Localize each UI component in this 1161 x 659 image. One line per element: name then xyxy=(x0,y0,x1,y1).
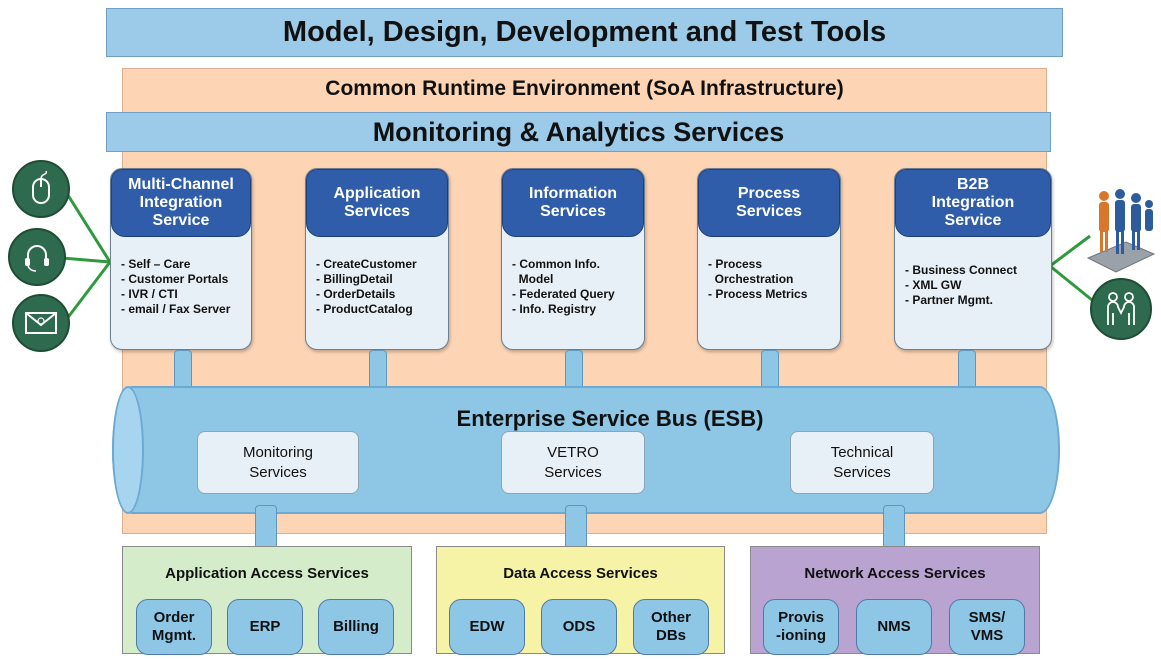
access-item-line: VMS xyxy=(970,627,1004,644)
service-title-line: Service xyxy=(944,212,1002,229)
runtime-title: Common Runtime Environment (SoA Infrastr… xyxy=(325,77,844,100)
access-item-edw: EDW xyxy=(449,599,525,655)
access-item-nms: NMS xyxy=(856,599,932,655)
access-item-line: Order xyxy=(153,609,195,626)
monitoring-band: Monitoring & Analytics Services xyxy=(106,112,1051,152)
service-item: - Customer Portals xyxy=(121,272,229,286)
mouse-icon xyxy=(12,160,70,218)
service-card-header: Process Services xyxy=(698,169,840,237)
service-item: - Info. Registry xyxy=(512,302,597,316)
service-item: - Self – Care xyxy=(121,257,191,271)
service-title-line: Integration xyxy=(139,194,223,211)
esb-service-line: Services xyxy=(249,463,307,481)
esb-monitoring-services: Monitoring Services xyxy=(197,431,359,494)
service-item: - Partner Mgmt. xyxy=(905,293,994,307)
access-item-line: SMS/ xyxy=(968,609,1006,626)
access-item-line: EDW xyxy=(469,618,505,635)
service-item: - Common Info. xyxy=(512,257,600,271)
service-title-line: Information xyxy=(529,185,617,202)
service-title-line: Services xyxy=(344,203,410,220)
service-title-line: Services xyxy=(736,203,802,220)
access-item-line: DBs xyxy=(655,627,686,644)
esb-service-line: Services xyxy=(544,463,602,481)
esb-vetro-services: VETRO Services xyxy=(501,431,645,494)
access-item-line: Other xyxy=(650,609,691,626)
access-item-line: ODS xyxy=(562,618,596,635)
service-card-information: Information Services - Common Info. Mode… xyxy=(501,168,645,350)
esb-service-line: Technical xyxy=(830,443,894,461)
service-item: - ProductCatalog xyxy=(316,302,413,316)
tools-band: Model, Design, Development and Test Tool… xyxy=(106,8,1063,57)
partners-group-icon xyxy=(1086,184,1156,276)
service-item: - Business Connect xyxy=(905,263,1018,277)
access-group-title: Data Access Services xyxy=(503,565,658,582)
access-item-erp: ERP xyxy=(227,599,303,655)
access-item-line: Mgmt. xyxy=(151,627,197,644)
access-item-ods: ODS xyxy=(541,599,617,655)
access-item-provisioning: Provis-ioning xyxy=(763,599,839,655)
service-title-line: Process xyxy=(737,185,801,202)
esb-pipe-end xyxy=(112,386,144,514)
service-title-line: Service xyxy=(152,212,210,229)
service-item: - IVR / CTI xyxy=(121,287,178,301)
service-item: - XML GW xyxy=(905,278,962,292)
esb-technical-services: Technical Services xyxy=(790,431,934,494)
service-item-list: - Self – Care - Customer Portals - IVR /… xyxy=(121,257,245,317)
service-title-line: Multi-Channel xyxy=(128,176,234,193)
esb-title: Enterprise Service Bus (ESB) xyxy=(456,406,764,431)
service-title-line: Application xyxy=(333,185,421,202)
service-item-list: - Process Orchestration - Process Metric… xyxy=(708,257,834,302)
tools-band-label: Model, Design, Development and Test Tool… xyxy=(282,16,887,48)
access-item-billing: Billing xyxy=(318,599,394,655)
service-item: - email / Fax Server xyxy=(121,302,231,316)
service-item-list: - CreateCustomer - BillingDetail - Order… xyxy=(316,257,442,317)
service-card-application: Application Services - CreateCustomer - … xyxy=(305,168,449,350)
esb-access-connector xyxy=(883,505,905,549)
service-item: Orchestration xyxy=(708,272,794,286)
service-title-line: Services xyxy=(540,203,606,220)
access-group-title: Network Access Services xyxy=(804,565,986,582)
access-item-sms-vms: SMS/VMS xyxy=(949,599,1025,655)
service-card-b2b: B2B Integration Service - Business Conne… xyxy=(894,168,1052,350)
esb-service-line: Monitoring xyxy=(242,443,314,461)
service-item: - CreateCustomer xyxy=(316,257,417,271)
service-card-header: B2B Integration Service xyxy=(895,169,1051,237)
envelope-icon xyxy=(12,294,70,352)
service-item: - Process Metrics xyxy=(708,287,808,301)
access-group-title: Application Access Services xyxy=(165,565,369,582)
handshake-people-icon xyxy=(1090,278,1152,340)
service-item: - Federated Query xyxy=(512,287,615,301)
service-item: - OrderDetails xyxy=(316,287,396,301)
esb-service-line: VETRO xyxy=(547,443,599,461)
service-card-header: Application Services xyxy=(306,169,448,237)
access-item-line: Billing xyxy=(333,618,379,635)
service-card-process: Process Services - Process Orchestration… xyxy=(697,168,841,350)
monitoring-band-label: Monitoring & Analytics Services xyxy=(372,116,785,147)
service-item: - BillingDetail xyxy=(316,272,393,286)
esb-access-connector xyxy=(565,505,587,549)
service-item: Model xyxy=(512,272,554,286)
service-card-header: Information Services xyxy=(502,169,644,237)
esb-access-connector xyxy=(255,505,277,549)
access-item-line: -ioning xyxy=(776,627,826,644)
service-item-list: - Common Info. Model - Federated Query -… xyxy=(512,257,638,317)
service-item-list: - Business Connect - XML GW - Partner Mg… xyxy=(905,263,1045,308)
access-item-line: NMS xyxy=(877,618,911,635)
access-item-line: ERP xyxy=(249,618,281,635)
service-item: - Process xyxy=(708,257,763,271)
headset-icon xyxy=(8,228,66,286)
esb-service-line: Services xyxy=(833,463,891,481)
service-card-multichannel: Multi-Channel Integration Service - Self… xyxy=(110,168,252,350)
access-item-line: Provis xyxy=(778,609,824,626)
service-card-header: Multi-Channel Integration Service xyxy=(111,169,251,237)
service-title-line: Integration xyxy=(931,194,1015,211)
service-title-line: B2B xyxy=(956,176,989,193)
